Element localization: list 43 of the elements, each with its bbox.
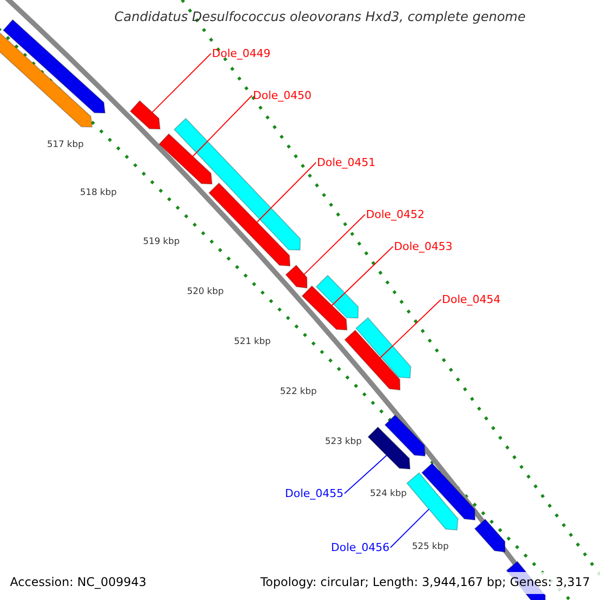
gene-feature xyxy=(355,317,412,379)
gene-label: Dole_0453 xyxy=(394,240,453,253)
accession-text: Accession: NC_009943 xyxy=(10,575,146,589)
gene-feature xyxy=(130,100,161,130)
gene-feature xyxy=(0,32,93,128)
gene-feature xyxy=(474,518,506,553)
gene-label: Dole_0454 xyxy=(442,293,501,306)
gene-feature xyxy=(158,133,213,185)
gene-label: Dole_0456 xyxy=(331,541,390,554)
position-label: 522 kbp xyxy=(280,387,317,397)
position-label: 524 kbp xyxy=(370,489,407,499)
gene-label: Dole_0455 xyxy=(285,487,344,500)
gene-feature xyxy=(316,274,359,318)
gene-feature xyxy=(421,462,476,521)
gene-feature xyxy=(384,414,426,457)
gene-feature xyxy=(2,19,106,114)
leader-line xyxy=(256,162,316,223)
summary-text: Topology: circular; Length: 3,944,167 bp; Genes: 3,317 xyxy=(260,575,590,589)
gene-label: Dole_0451 xyxy=(317,156,376,169)
leader-line xyxy=(344,454,388,494)
gene-feature xyxy=(406,472,458,531)
leader-line xyxy=(331,246,394,306)
leader-line xyxy=(152,53,212,113)
gene-feature xyxy=(285,264,308,289)
position-label: 518 kbp xyxy=(80,188,117,198)
leader-line xyxy=(390,508,430,548)
gene-label: Dole_0450 xyxy=(253,89,312,102)
position-label: 523 kbp xyxy=(325,437,362,447)
gene-label: Dole_0449 xyxy=(212,47,271,60)
leader-line xyxy=(304,214,366,275)
position-label: 519 kbp xyxy=(143,237,180,247)
title: Candidatus Desulfococcus oleovorans Hxd3, complete genome xyxy=(113,10,527,25)
gene-feature xyxy=(367,426,411,470)
gene-feature xyxy=(208,182,291,267)
position-label: 525 kbp xyxy=(412,542,449,552)
leader-line xyxy=(380,299,442,358)
leader-line xyxy=(192,95,252,157)
gene-feature xyxy=(344,330,401,391)
gene-feature xyxy=(301,285,348,331)
position-label: 517 kbp xyxy=(47,140,84,150)
position-label: 521 kbp xyxy=(234,337,271,347)
gene-label: Dole_0452 xyxy=(366,208,425,221)
position-label: 520 kbp xyxy=(187,287,224,297)
